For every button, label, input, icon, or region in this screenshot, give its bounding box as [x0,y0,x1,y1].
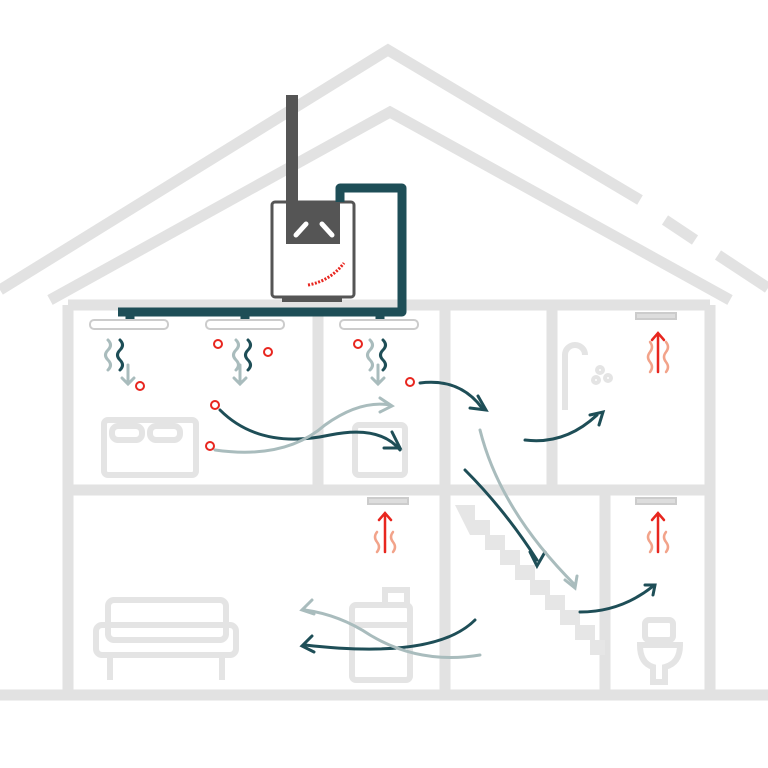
extract-valve [635,497,677,505]
unit-top-panel [286,202,340,244]
sofa-icon [93,597,239,680]
unit-vent-right [319,221,335,238]
duct-network [118,183,407,320]
ventilation-unit [270,95,356,302]
inner-roof [47,105,733,305]
supply-valve [339,319,419,330]
unit-vent-left [293,221,309,238]
ceiling-valves [89,312,677,505]
exhaust-pipe [286,95,298,205]
warm-air-markers [135,339,415,451]
stove-icon [349,587,413,683]
shower-icon [562,342,613,410]
roof-dash-2 [714,250,768,293]
roof-dash-1 [661,215,699,245]
house-outline [0,43,768,701]
bed-icon [101,417,199,478]
outer-roof [0,43,643,295]
supply-valve [89,319,169,330]
extract-valve [367,497,409,505]
zehnder-logo [307,262,346,287]
stairs [455,505,605,655]
warm-extract-airflow [373,331,670,554]
bed-icon [352,422,408,478]
supply-valve [205,319,285,330]
unit-base [282,296,342,302]
furniture [93,342,684,685]
supply-airflow [104,338,657,659]
toilet-icon [636,617,684,685]
extract-valve [635,312,677,320]
